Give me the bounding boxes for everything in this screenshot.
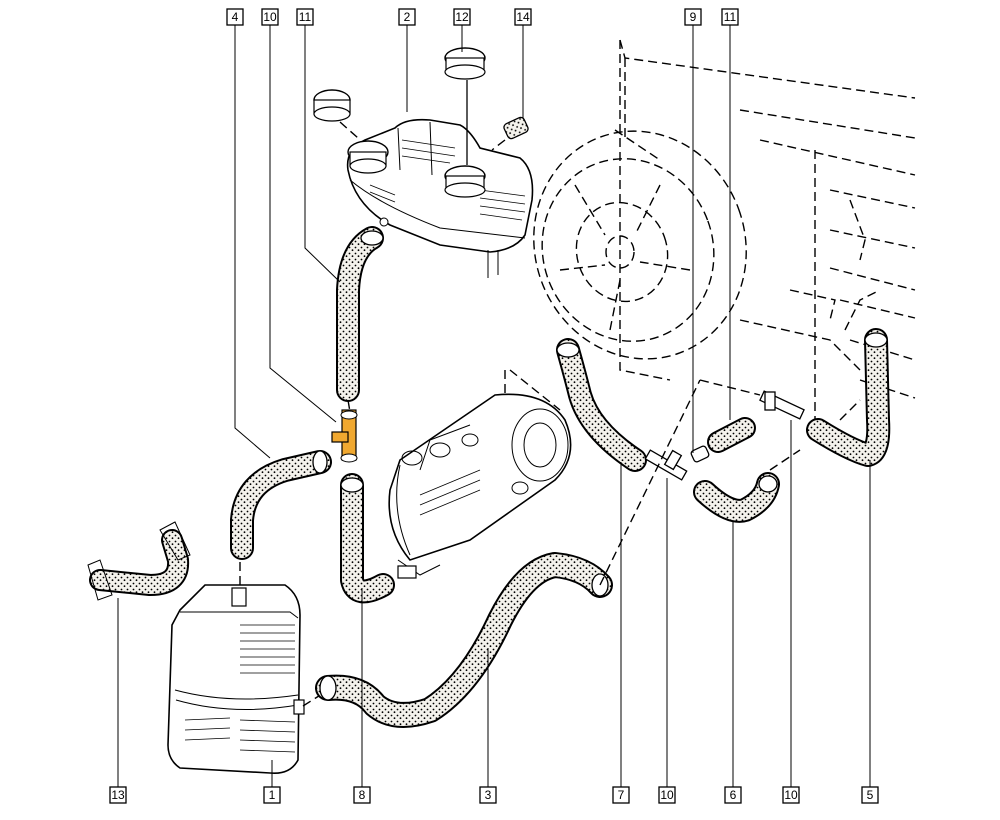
callout-label-8: 8 [359,788,366,802]
callout-label-13: 13 [111,788,125,802]
callout-box-10 [782,786,800,804]
callout-label-10: 10 [784,788,798,802]
expansion-tank [346,118,534,278]
t-connector-highlighted [331,409,358,463]
callout-label-11: 11 [724,10,737,24]
callout-label-2: 2 [404,10,411,24]
tank-cap-small [347,140,389,174]
callout-box-8 [353,786,371,804]
hose-7 [556,338,647,472]
callout-box-1 [263,786,281,804]
hose-11-upper [336,226,384,402]
callout-label-10: 10 [263,10,277,24]
vent-plug [491,116,529,151]
reducer-fitting [690,445,710,463]
callout-label-3: 3 [485,788,492,802]
bracket-pipe [87,521,191,601]
callout-box-12 [453,8,471,26]
callout-box-5 [861,786,879,804]
callout-leader-11 [304,25,341,283]
callout-label-11: 11 [299,10,312,24]
callout-box-4 [226,8,244,26]
hose-4 [230,450,332,560]
callout-label-14: 14 [516,10,530,24]
callout-box-10 [658,786,676,804]
callout-label-5: 5 [867,788,874,802]
callout-box-6 [724,786,742,804]
callout-box-10 [261,8,279,26]
hose-6 [693,472,780,523]
callout-box-13 [109,786,127,804]
callout-label-7: 7 [618,788,625,802]
callout-box-14 [514,8,532,26]
hose-8 [340,473,395,604]
tank-cap-main [444,165,486,198]
loose-cap-left [313,89,359,139]
callout-label-6: 6 [730,788,737,802]
callout-label-1: 1 [269,788,276,802]
callout-box-2 [398,8,416,26]
callout-leader-4 [234,25,271,459]
t-connector-right [759,390,805,420]
callout-box-3 [479,786,497,804]
callout-box-7 [612,786,630,804]
callout-group: 4 10 11 2 12 14 9 11 13 1 8 3 7 10 6 10 5 [109,8,879,804]
callout-label-4: 4 [232,10,239,24]
callout-box-9 [684,8,702,26]
reservoir-canister [167,548,323,775]
t-connector-center [644,449,688,481]
hose-5 [806,328,891,467]
pump-assembly [388,369,572,579]
callout-leader-10 [269,25,337,423]
engine-block-outline [619,39,916,446]
callout-label-12: 12 [455,10,469,24]
loose-cap-top [444,47,486,165]
callout-box-11 [296,8,314,26]
callout-box-11 [721,8,739,26]
hose-11-lower [707,417,756,453]
callout-label-10: 10 [660,788,674,802]
fan-pulley-outline [533,129,747,360]
callout-label-9: 9 [690,10,697,24]
